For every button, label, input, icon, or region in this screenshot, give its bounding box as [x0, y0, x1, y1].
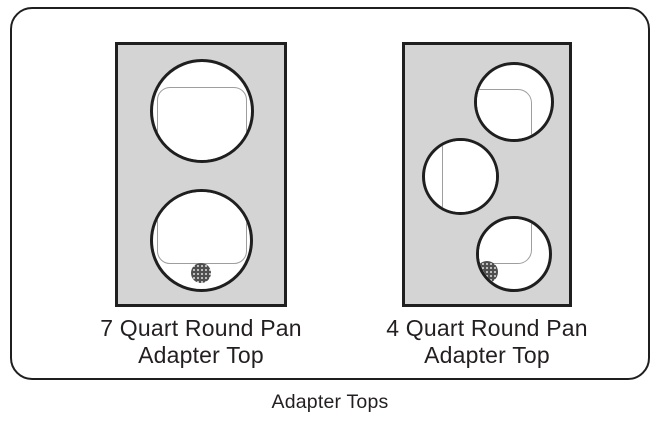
round-pan-outline [157, 192, 247, 264]
figure-caption: Adapter Tops [271, 391, 389, 413]
label-4qt-adapter-top: 4 Quart Round Pan Adapter Top [357, 315, 617, 369]
hole-circle [476, 216, 552, 292]
hole-circle [150, 59, 254, 163]
round-pan-outline [157, 87, 247, 160]
vent-stipple-dot [479, 261, 498, 283]
label-line: Adapter Top [138, 342, 264, 368]
label-line: 4 Quart Round Pan [386, 315, 588, 341]
round-pan-outline [442, 141, 496, 212]
adapter-top-7qt-plate [115, 42, 287, 307]
adapter-top-4qt-plate [402, 42, 572, 307]
vent-stipple-dot [191, 263, 211, 283]
label-line: Adapter Top [424, 342, 550, 368]
round-pan-outline [479, 219, 532, 264]
hole-circle [150, 189, 253, 292]
hole-circle [422, 138, 499, 215]
hole-circle [474, 62, 554, 142]
label-7qt-adapter-top: 7 Quart Round Pan Adapter Top [71, 315, 331, 369]
figure-border-box: 7 Quart Round Pan Adapter Top 4 Quart Ro… [10, 7, 650, 380]
label-line: 7 Quart Round Pan [100, 315, 302, 341]
round-pan-outline [477, 89, 532, 139]
